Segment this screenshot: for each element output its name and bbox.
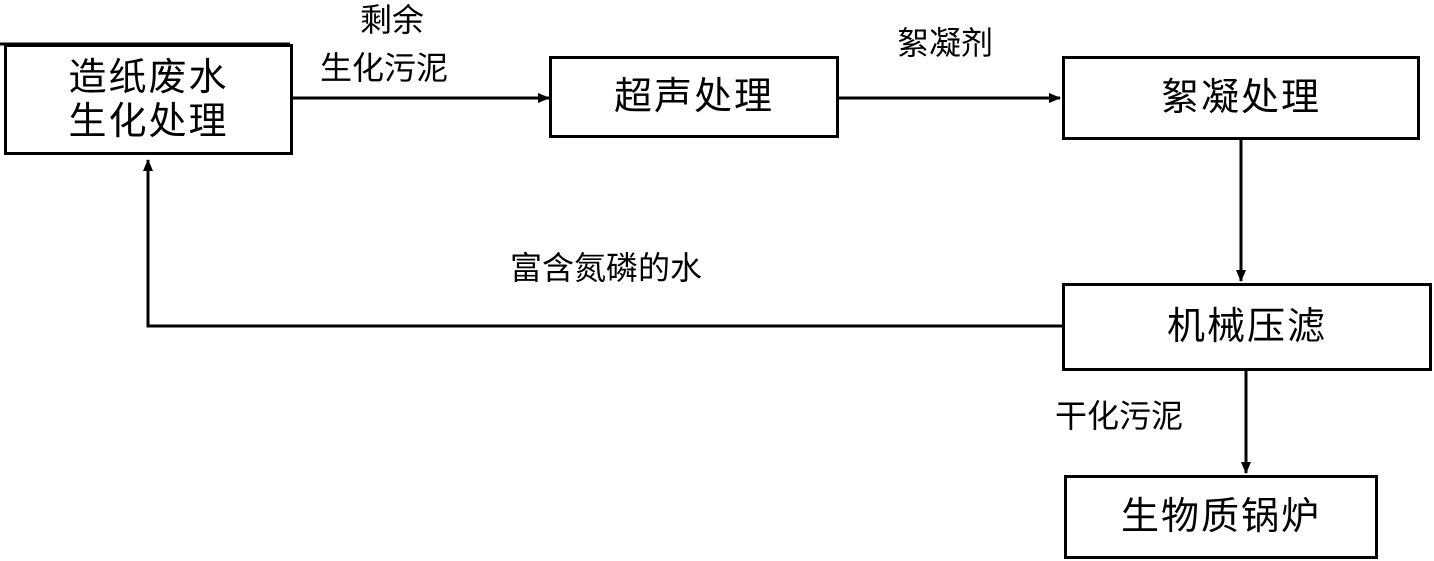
node-wastewater-line1: 造纸废水 [68,54,229,99]
node-filter-press-label: 机械压滤 [1166,304,1327,349]
node-ultrasonic-treatment: 超声处理 [549,56,839,138]
edge-label-dried-sludge: 干化污泥 [1055,397,1184,435]
node-wastewater-line2: 生化处理 [68,98,229,143]
edge-label-flocculant: 絮凝剂 [897,24,994,62]
node-flocculation-label: 絮凝处理 [1160,75,1321,120]
node-flocculation-treatment: 絮凝处理 [1062,56,1420,140]
arrow-return-water [143,159,1062,328]
node-wastewater-treatment: 造纸废水 生化处理 [4,44,293,155]
node-ultrasonic-label: 超声处理 [613,74,774,119]
edge-label-biochemical-sludge: 生化污泥 [320,49,449,87]
edge-label-excess: 剩余 [360,1,425,39]
edge-label-return-water: 富含氮磷的水 [510,249,703,287]
node-boiler-label: 生物质锅炉 [1120,494,1321,539]
node-filter-press: 机械压滤 [1062,283,1432,371]
node-biomass-boiler: 生物质锅炉 [1064,475,1378,559]
